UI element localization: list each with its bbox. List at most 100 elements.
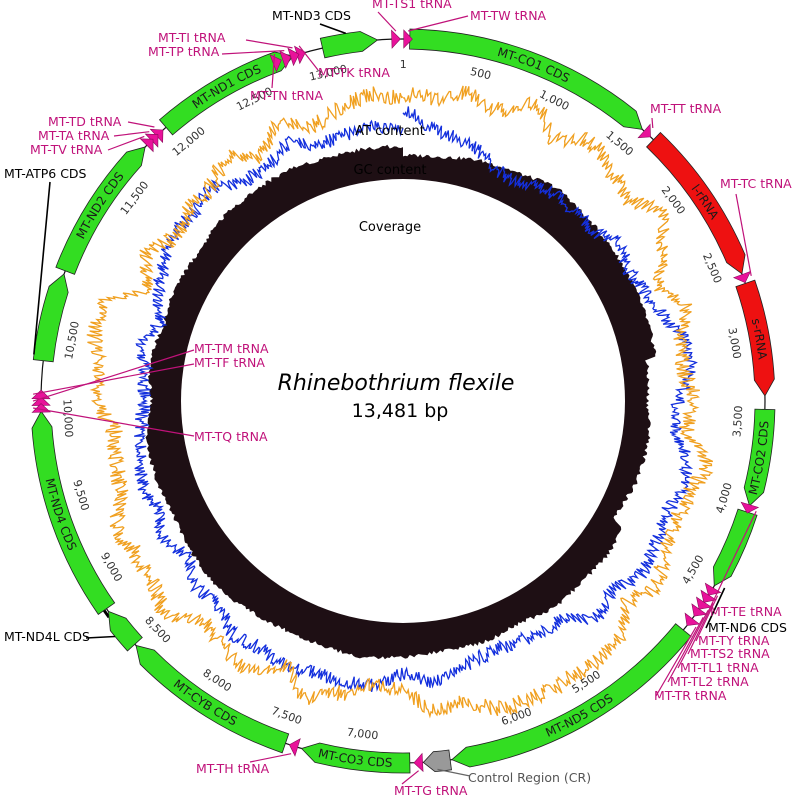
callout-label: MT-TS2 tRNA [690,646,770,661]
coverage-label: Coverage [359,220,421,235]
callout-leader [33,181,51,355]
callout-label: MT-TM tRNA [194,341,269,356]
callout-leader [667,617,704,683]
at-content-line [86,85,714,719]
callout-leader [677,610,709,669]
position-label: 10,500 [62,320,82,360]
callout-leader [85,635,116,639]
trna-marker [732,270,752,284]
callout-leader [707,511,757,613]
trna-marker [139,138,154,153]
trna-marker [279,50,292,69]
position-label: 2,500 [700,251,724,285]
at-content-track [86,85,714,719]
callout-label: MT-TK tRNA [318,65,390,80]
gc-content-track [134,106,698,693]
callout-leader [408,15,469,32]
callout-label: MT-TI tRNA [158,30,226,45]
gene-arrow [32,273,69,363]
position-label: 8,000 [200,666,233,694]
callout-leader [298,45,319,71]
position-label: 7,000 [346,726,379,743]
gene-arrow [135,644,290,754]
position-label: 9,000 [98,550,125,584]
trna-marker [269,54,282,73]
position-label: 1 [400,58,407,71]
callout-label: Control Region (CR) [468,770,591,785]
callout-label: MT-ND3 CDS [272,8,351,23]
gene-arrow [743,408,776,507]
gene-arrow [31,410,116,615]
callout-leader [32,349,195,402]
callout-leader [107,135,145,151]
gene-arrow [300,742,411,774]
gc-content-line [134,106,698,693]
callout-leader [221,50,285,55]
gene-arrow [735,279,775,397]
callout-label: MT-TP tRNA [148,44,220,59]
position-label: 3,500 [730,405,745,437]
callout-leader [245,39,293,49]
at-content-label: AT content [355,124,425,139]
callout-label: MT-TT tRNA [650,101,722,116]
trna-marker [700,589,717,603]
trna-marker [696,596,713,610]
callout-leader [127,121,155,128]
callout-leader [705,587,726,629]
trna-marker [691,603,708,617]
gene-arrow [55,146,146,275]
position-label: 7,500 [270,704,304,727]
callout-label: MT-ATP6 CDS [4,166,87,181]
callout-leader [437,768,471,777]
gene-arrow [422,749,452,773]
genome-size: 13,481 bp [352,400,449,422]
position-label: 2,000 [659,184,688,217]
callout-leader [113,131,150,137]
callout-leader [32,363,195,395]
callout-label: MT-TR tRNA [654,688,727,703]
position-label: 4,000 [713,481,735,515]
callout-label: MT-TV tRNA [30,142,103,157]
trna-marker [391,29,401,49]
callout-leader [655,626,697,697]
position-label: 9,500 [70,478,91,512]
center-disc [181,179,625,623]
gene-label: MT-ND5 CDS [543,691,615,740]
gene-arrow [713,508,758,587]
callout-label: MT-TF tRNA [194,355,265,370]
callout-leader [401,770,419,785]
callout-leader [319,23,347,35]
trna-marker [413,752,424,773]
callout-label: MT-TE tRNA [710,604,782,619]
position-label: 4,500 [680,553,707,587]
position-label: 3,000 [725,327,743,360]
callout-leader [271,53,276,89]
callout-leader [687,602,714,655]
callout-label: MT-TD tRNA [48,114,122,129]
callout-leader [32,407,195,437]
trna-marker [684,612,701,626]
callout-label: MT-TG tRNA [394,783,468,798]
callout-label: MT-ND6 CDS [708,620,787,635]
gene-arrow [451,623,692,768]
callout-labels: MT-ND3 CDS MT-TS1 tRNA MT-TW tRNA MT-TI tRN… [4,0,792,798]
callout-label: MT-TW tRNA [470,8,547,23]
gene-arrow [646,131,746,275]
callout-label: MT-TL1 tRNA [680,660,759,675]
gc-content-label: GC content [353,163,426,178]
gene-arrow [409,28,643,130]
callout-leader [651,117,654,129]
position-label: 500 [469,65,492,83]
trna-marker [637,123,651,139]
callout-label: MT-TY tRNA [698,633,770,648]
callout-label: MT-TH tRNA [196,761,270,776]
position-label: 1,500 [603,128,635,158]
callout-leader [377,11,397,32]
callout-label: MT-TA tRNA [38,128,110,143]
position-label: 8,500 [142,614,173,646]
callout-label: MT-TS1 tRNA [372,0,452,11]
genome-title: Rhinebothrium flexile [278,371,515,396]
callout-leaders [32,11,757,785]
callout-label: MT-TL2 tRNA [670,674,749,689]
